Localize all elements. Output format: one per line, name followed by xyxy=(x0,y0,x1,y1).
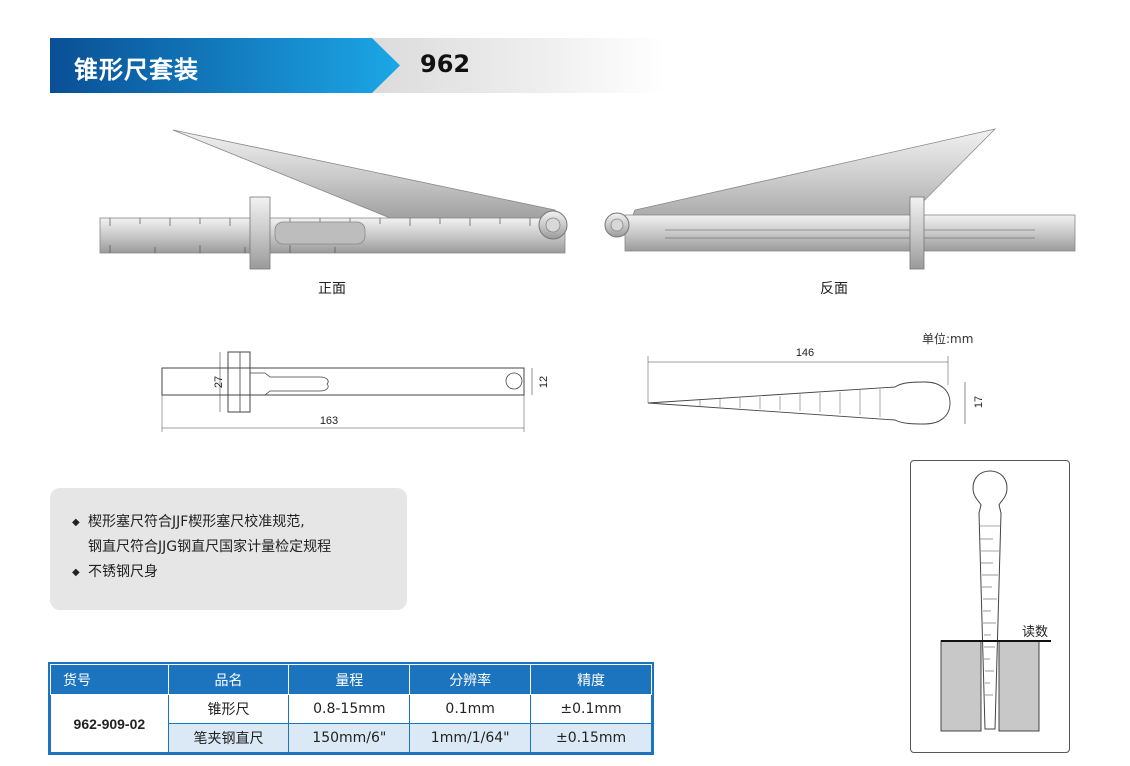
feature-text: 钢直尺符合JJG钢直尺国家计量检定规程 xyxy=(88,539,332,555)
reading-diagram xyxy=(910,460,1070,753)
header-name: 品名 xyxy=(167,664,290,695)
bullet-icon: ◆ xyxy=(72,567,80,578)
header-range: 量程 xyxy=(288,664,411,695)
ruler-drawing: 27 12 163 xyxy=(161,351,550,432)
bullet-icon: ◆ xyxy=(72,517,80,528)
header-accuracy: 精度 xyxy=(530,664,652,695)
cell-accuracy: ±0.15mm xyxy=(530,723,652,753)
cell-name: 笔夹钢直尺 xyxy=(167,723,290,753)
cell-range: 0.8-15mm xyxy=(288,694,411,724)
ruler-length-dim: 163 xyxy=(320,415,338,427)
back-photo xyxy=(604,128,1076,270)
table-row: 962-909-02 锥形尺 0.8-15mm 0.1mm ±0.1mm xyxy=(50,694,652,753)
cell-name: 锥形尺 xyxy=(167,694,290,724)
gauge-width-dim: 17 xyxy=(973,396,985,408)
cell-resolution: 1mm/1/64" xyxy=(409,723,532,753)
header-code: 货号 xyxy=(50,664,169,695)
spec-table: 货号 品名 量程 分辨率 精度 962-909-02 锥形尺 0.8-15mm … xyxy=(48,662,654,755)
gauge-length-dim: 146 xyxy=(796,347,814,359)
table-row: 笔夹钢直尺 150mm/6" 1mm/1/64" ±0.15mm xyxy=(51,723,652,753)
cell-range: 150mm/6" xyxy=(288,723,411,753)
banner-background xyxy=(50,38,665,93)
back-caption: 反面 xyxy=(820,281,848,297)
cell-resolution: 0.1mm xyxy=(409,694,532,724)
cell-code: 962-909-02 xyxy=(50,694,169,753)
feature-text: 楔形塞尺符合JJF楔形塞尺校准规范, xyxy=(88,514,305,530)
header-resolution: 分辨率 xyxy=(409,664,532,695)
ruler-height-dim: 27 xyxy=(213,376,225,388)
unit-note: 单位:mm xyxy=(922,332,974,346)
page-title: 锥形尺套装 xyxy=(74,56,199,84)
feature-text: 不锈钢尺身 xyxy=(88,564,158,580)
table-header-row: 货号 品名 量程 分辨率 精度 xyxy=(50,664,652,695)
reading-label: 读数 xyxy=(1022,625,1049,640)
feature-item: ◆ 不锈钢尺身 xyxy=(72,560,389,585)
front-photo xyxy=(99,129,568,270)
gauge-drawing: 146 17 xyxy=(647,347,985,425)
reading-illustration xyxy=(940,470,1051,732)
ruler-width-dim: 12 xyxy=(538,376,550,388)
features-box: ◆ 楔形塞尺符合JJF楔形塞尺校准规范, 钢直尺符合JJG钢直尺国家计量检定规程… xyxy=(50,488,407,610)
header-banner: 锥形尺套装 962 xyxy=(50,38,665,93)
feature-item: ◆ 楔形塞尺符合JJF楔形塞尺校准规范, xyxy=(72,510,389,535)
feature-item: 钢直尺符合JJG钢直尺国家计量检定规程 xyxy=(72,535,389,560)
model-number: 962 xyxy=(420,50,471,78)
front-caption: 正面 xyxy=(318,281,346,297)
cell-accuracy: ±0.1mm xyxy=(530,694,652,724)
